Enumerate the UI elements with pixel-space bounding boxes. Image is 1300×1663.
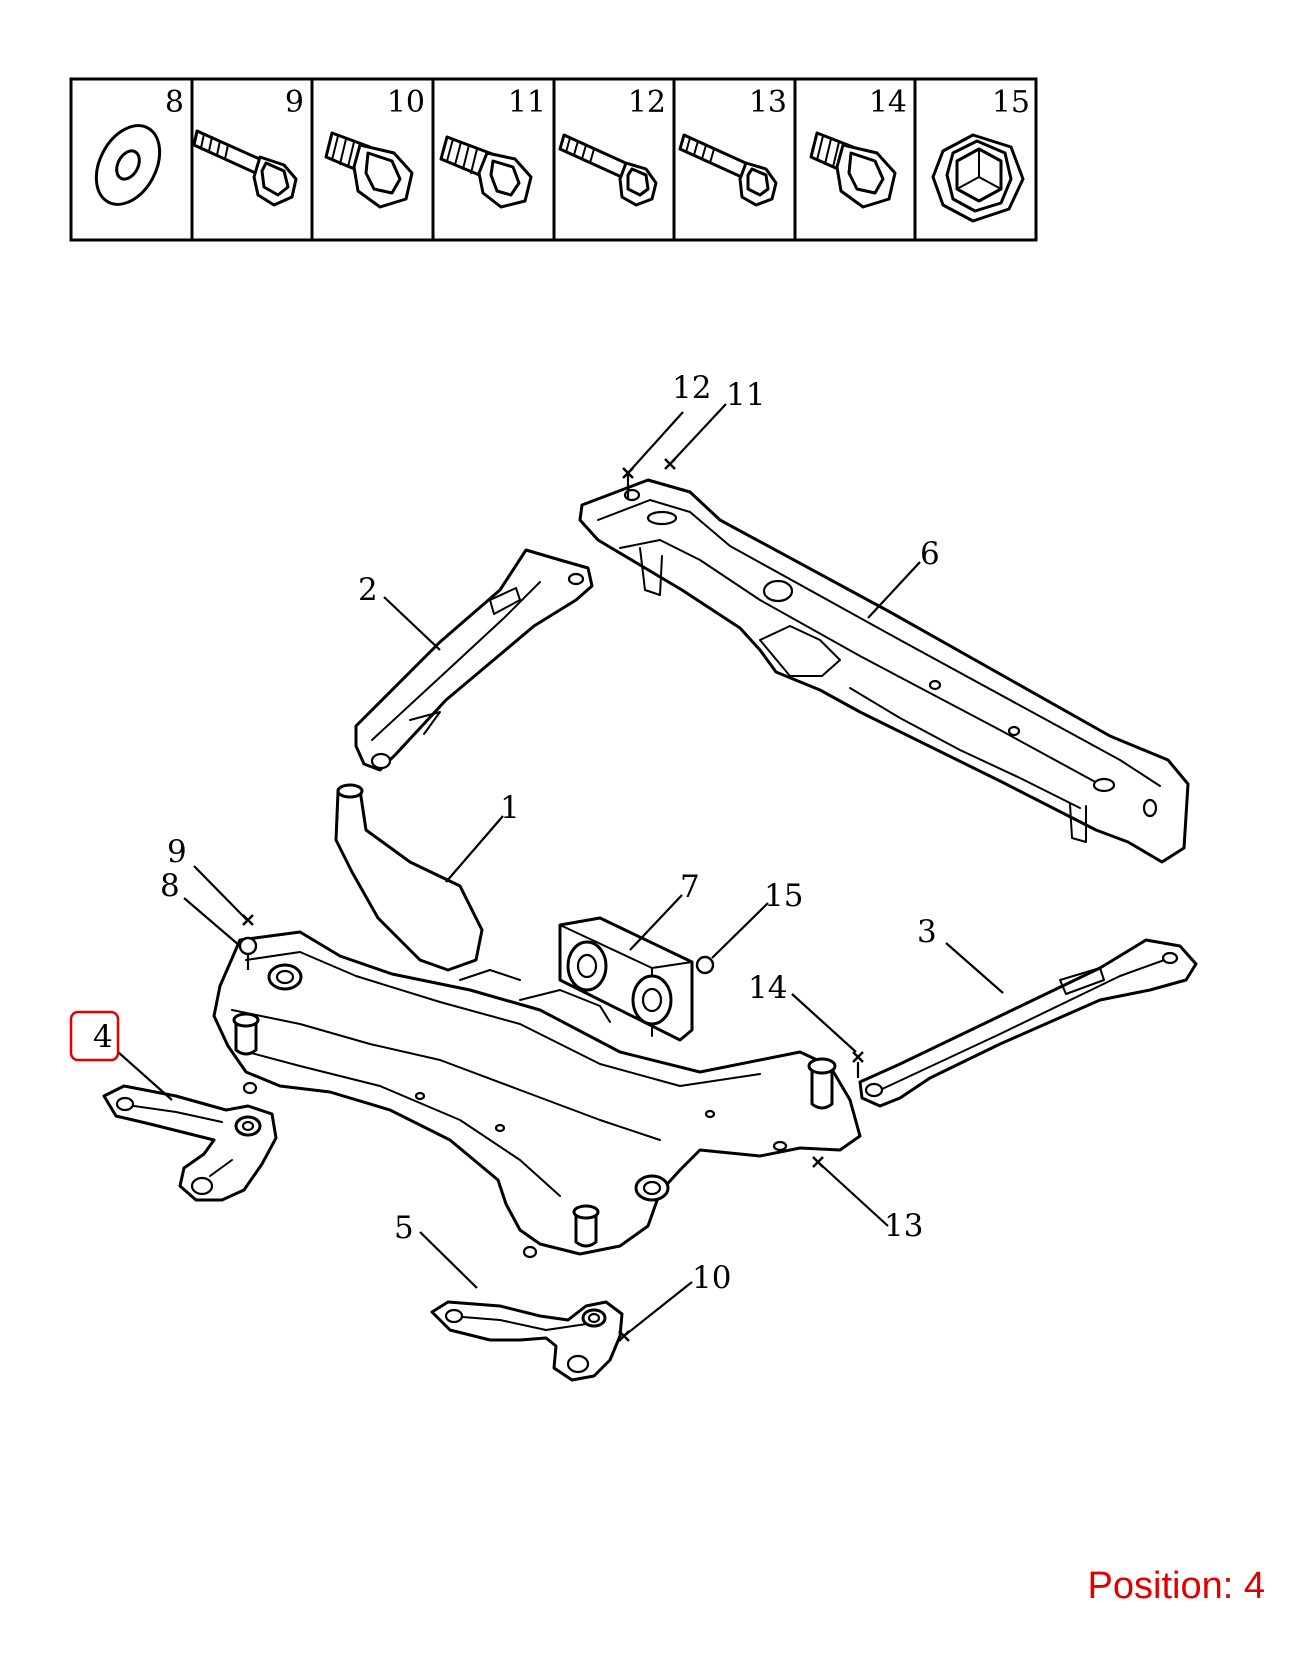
callout-4: 4: [93, 1019, 113, 1055]
callout-13: 13: [884, 1208, 923, 1244]
bolt-marker-11: [664, 458, 676, 470]
callout-9: 9: [167, 834, 187, 870]
callout-8: 8: [160, 868, 180, 904]
nut-marker-15: [695, 955, 715, 975]
short-bolt-icon: [809, 131, 897, 209]
table-cell-number: 11: [508, 85, 546, 120]
callout-1: 1: [500, 790, 520, 826]
bolt-marker-14: [852, 1051, 864, 1063]
callout-12: 12: [672, 370, 711, 406]
callout-11: 11: [726, 377, 765, 413]
callout-2: 2: [358, 572, 378, 608]
short-bolt-icon: [324, 131, 414, 209]
table-cell-number: 12: [628, 85, 666, 120]
table-cell-number: 8: [165, 85, 184, 120]
bolt-marker-10: [618, 1330, 630, 1342]
bolt-icon: [439, 135, 533, 209]
callout-5: 5: [394, 1210, 414, 1246]
callout-10: 10: [692, 1260, 731, 1296]
washer-icon: [94, 124, 162, 206]
fastener-markers: [238, 458, 864, 1342]
leader-lines: [117, 403, 1004, 1337]
main-subframe-part-1: [212, 783, 862, 1259]
table-cell-number: 9: [285, 85, 304, 120]
bolt-marker-12: [622, 467, 634, 479]
table-cell-number: 15: [992, 85, 1030, 120]
bracket-plate-part-5: [430, 1300, 624, 1382]
bracket-plate-part-4: [102, 1084, 278, 1202]
selected-callout-highlight: [69, 1010, 120, 1062]
flange-nut-icon: [931, 133, 1025, 223]
fastener-table: 8 9 10 11 12 13 14 15: [69, 77, 1038, 242]
right-arm-part-3: [858, 938, 1198, 1108]
bolt-marker-9: [242, 914, 254, 926]
callout-15: 15: [764, 878, 803, 914]
position-label: Position: 4: [1087, 1565, 1265, 1607]
callout-14: 14: [748, 970, 787, 1006]
long-bolt-icon: [558, 133, 658, 207]
left-bracket-part-2: [354, 548, 594, 772]
long-bolt-icon: [678, 133, 778, 207]
callout-7: 7: [680, 869, 700, 905]
long-bolt-icon: [192, 129, 298, 207]
washer-marker-8: [238, 936, 258, 956]
table-cell-number: 10: [387, 85, 425, 120]
callout-6: 6: [920, 536, 940, 572]
table-cell-number: 13: [749, 85, 787, 120]
mount-block-part-7: [558, 916, 694, 1042]
front-crossmember-part-6: [578, 478, 1190, 864]
callout-labels: 12 11 6 2 1 9 8 7 15 3 14 4 13 5 10: [93, 370, 940, 1296]
bolt-marker-13: [812, 1156, 824, 1168]
table-cell-number: 14: [869, 85, 907, 120]
callout-3: 3: [917, 914, 937, 950]
